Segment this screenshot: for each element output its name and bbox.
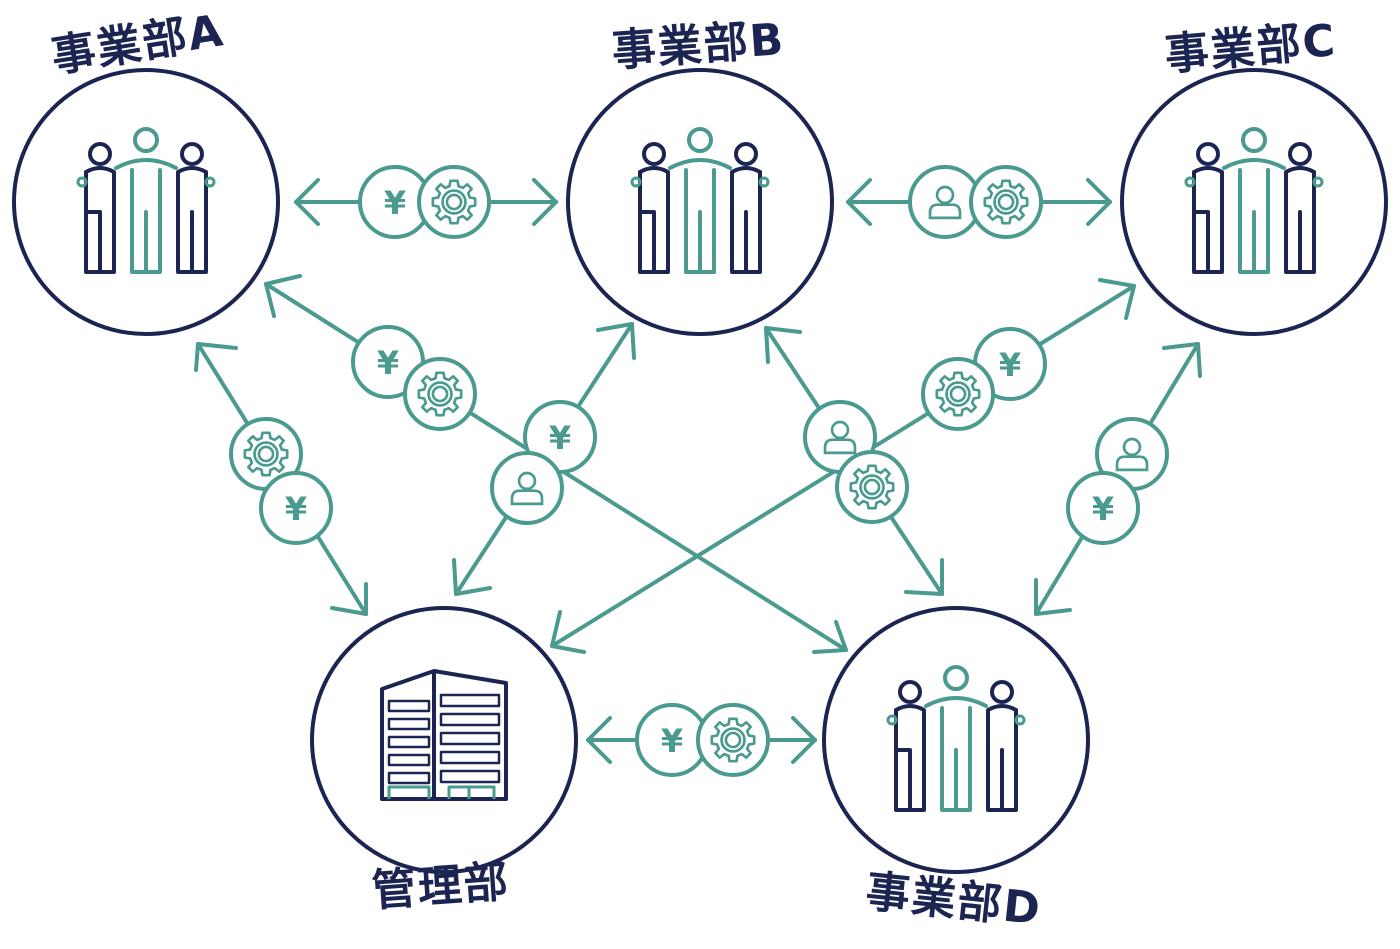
node-d <box>822 606 1090 874</box>
badge-gear <box>921 357 995 431</box>
node-label-management: 管理部 <box>370 856 512 917</box>
arrowhead-b3 <box>596 322 636 360</box>
badges: ¥ ¥ ¥ <box>229 165 1169 777</box>
yen-icon: ¥ <box>285 490 307 528</box>
badge-person <box>490 451 564 525</box>
arrowhead-a3 <box>264 274 302 318</box>
yen-icon: ¥ <box>384 184 406 222</box>
node-management <box>310 606 578 874</box>
yen-icon: ¥ <box>661 722 683 760</box>
badge-yen: ¥ <box>358 165 432 239</box>
yen-icon: ¥ <box>549 419 571 457</box>
badge-gear <box>835 450 909 524</box>
arrowhead-d4 <box>1034 578 1072 616</box>
yen-icon: ¥ <box>1092 490 1114 528</box>
arrowhead-d2 <box>812 620 848 654</box>
badge-yen: ¥ <box>1066 471 1140 545</box>
arrowhead-c3 <box>1162 342 1202 378</box>
arrowhead-b2 <box>846 178 872 226</box>
node-label-b: 事業部B <box>610 13 787 77</box>
yen-icon: ¥ <box>999 346 1021 384</box>
yen-icon: ¥ <box>377 344 399 382</box>
arrowhead-m2 <box>330 582 368 616</box>
badge-yen: ¥ <box>259 471 333 545</box>
arrowhead-d <box>791 716 817 764</box>
node-b <box>566 68 834 336</box>
arrowhead-a <box>294 178 320 226</box>
arrowhead-a2 <box>194 342 238 372</box>
arrowhead-m4 <box>550 610 586 654</box>
node-a <box>12 68 280 336</box>
arrowhead-b4 <box>764 326 802 364</box>
arrowhead-b <box>532 178 558 226</box>
arrowhead-d3 <box>904 558 944 596</box>
badge-gear <box>696 703 770 777</box>
arrowhead-c <box>1086 178 1112 226</box>
arrowhead-c2 <box>1098 278 1136 320</box>
arrowhead-m3 <box>452 558 492 596</box>
badge-gear <box>403 357 477 431</box>
badge-gear <box>969 165 1043 239</box>
node-c <box>1120 68 1388 336</box>
badge-gear <box>417 165 491 239</box>
arrowhead-m <box>586 716 612 764</box>
